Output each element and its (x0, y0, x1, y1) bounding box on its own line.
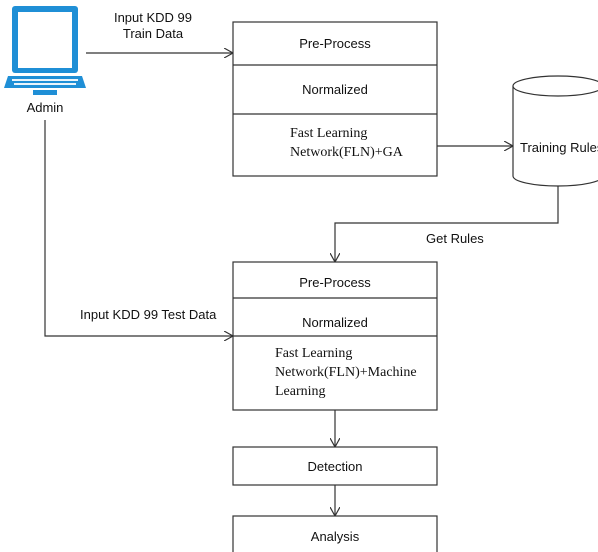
analysis-label: Analysis (311, 529, 360, 544)
train-preprocess-label: Pre-Process (299, 36, 371, 51)
training-rules-label: Training Rules (520, 140, 598, 155)
test-fln-label-line3: Learning (275, 384, 326, 399)
analysis-box (232, 515, 438, 552)
test-input-label: Input KDD 99 Test Data (80, 307, 217, 322)
testing-block (232, 261, 438, 411)
test-fln-label-line1: Fast Learning (275, 346, 352, 361)
train-normalized-label: Normalized (302, 82, 368, 97)
get-rules-label: Get Rules (426, 231, 484, 246)
training-block (232, 21, 438, 177)
computer-icon (4, 6, 86, 95)
train-input-label-line1: Input KDD 99 (114, 10, 192, 25)
test-input-arrow (44, 120, 233, 336)
admin-label: Admin (27, 100, 64, 115)
test-fln-label-line2: Network(FLN)+Machine (275, 365, 417, 380)
train-fln-label-line1: Fast Learning (290, 126, 367, 141)
detection-label: Detection (308, 459, 363, 474)
database-cylinder-icon (512, 75, 598, 187)
test-preprocess-label: Pre-Process (299, 275, 371, 290)
train-input-label-line2: Train Data (123, 26, 184, 41)
test-normalized-label: Normalized (302, 315, 368, 330)
get-rules-arrow (335, 186, 559, 262)
train-fln-label-line2: Network(FLN)+GA (290, 145, 404, 160)
